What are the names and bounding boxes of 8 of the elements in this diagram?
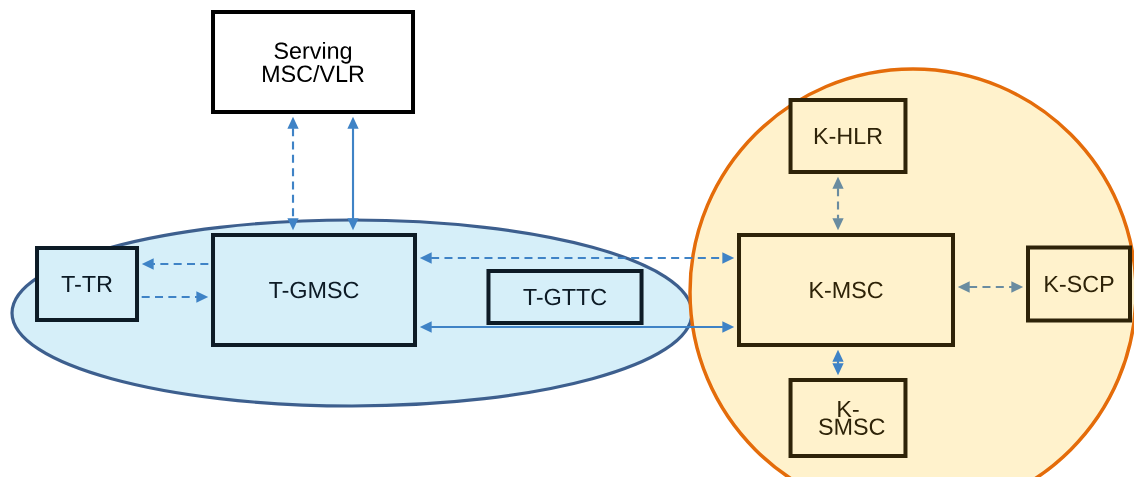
process-box: T-GTTC — [486, 269, 644, 325]
process-box: K-SCP — [1026, 245, 1132, 323]
process-box: Serving MSC/VLR — [211, 10, 415, 114]
process-box: K-HLR — [788, 98, 908, 174]
process-box: K-MSC — [737, 233, 955, 347]
process-box: T-TR — [35, 246, 139, 322]
process-box: K- SMSC — [788, 378, 908, 458]
process-box: T-GMSC — [211, 233, 417, 347]
